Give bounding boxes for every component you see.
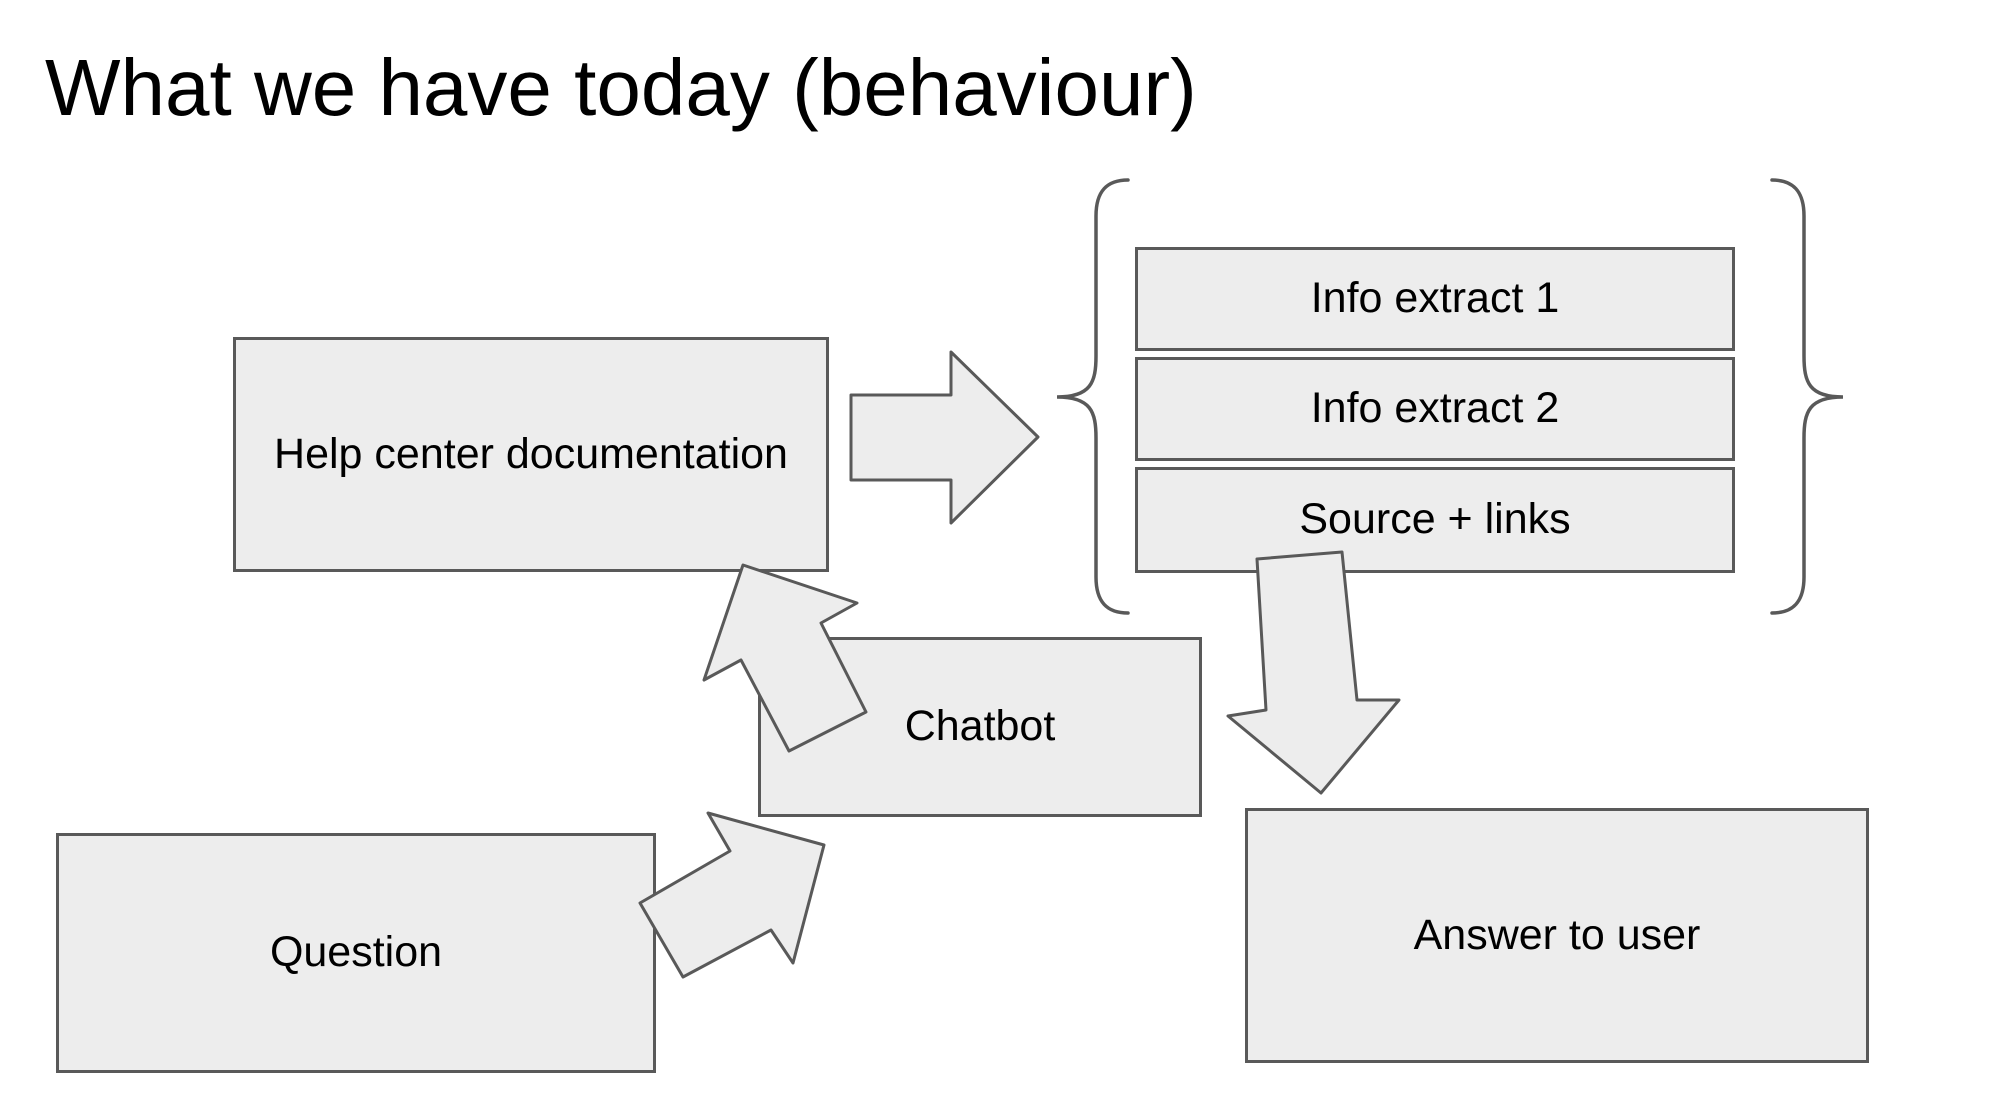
- arrow-source-to-answer: [1226, 550, 1401, 795]
- question-label: Question: [269, 928, 443, 977]
- source-links-box: Source + links: [1135, 467, 1735, 573]
- right-brace: [1770, 178, 1844, 615]
- chatbot-label: Chatbot: [904, 702, 1056, 751]
- source-links-label: Source + links: [1299, 495, 1571, 544]
- question-box: Question: [56, 833, 656, 1073]
- info-extract-2-label: Info extract 2: [1310, 384, 1560, 433]
- help-center-label: Help center documentation: [274, 429, 788, 478]
- arrow-help-to-extracts: [849, 350, 1040, 525]
- answer-box: Answer to user: [1245, 808, 1869, 1063]
- slide-title: What we have today (behaviour): [45, 43, 1197, 132]
- chatbot-box: Chatbot: [758, 637, 1202, 817]
- info-extract-1-label: Info extract 1: [1310, 274, 1560, 323]
- left-brace: [1056, 178, 1130, 615]
- arrow-question-to-chatbot: [638, 811, 826, 979]
- answer-label: Answer to user: [1413, 910, 1701, 959]
- info-extract-2-box: Info extract 2: [1135, 357, 1735, 461]
- info-extract-1-box: Info extract 1: [1135, 247, 1735, 351]
- help-center-box: Help center documentation: [233, 337, 829, 572]
